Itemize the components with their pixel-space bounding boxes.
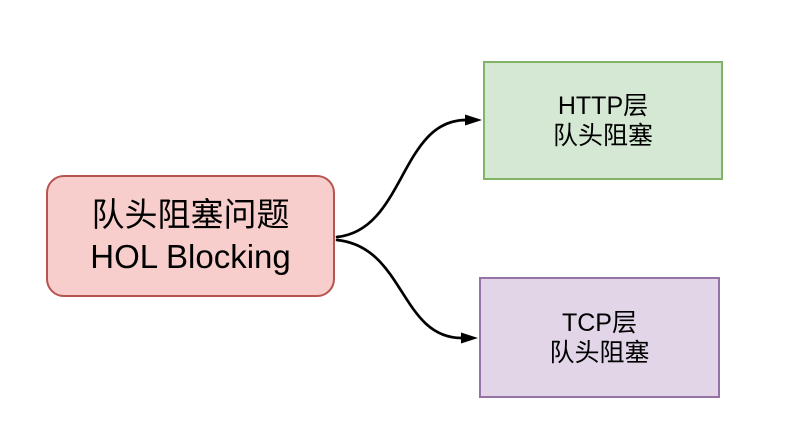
edge-root-to-http bbox=[335, 114, 482, 239]
edge-root-to-tcp bbox=[335, 238, 478, 344]
node-hol-blocking: 队头阻塞问题 HOL Blocking bbox=[46, 175, 335, 297]
node-tcp-layer: TCP层 队头阻塞 bbox=[479, 277, 720, 398]
node-http-layer: HTTP层 队头阻塞 bbox=[483, 61, 723, 180]
